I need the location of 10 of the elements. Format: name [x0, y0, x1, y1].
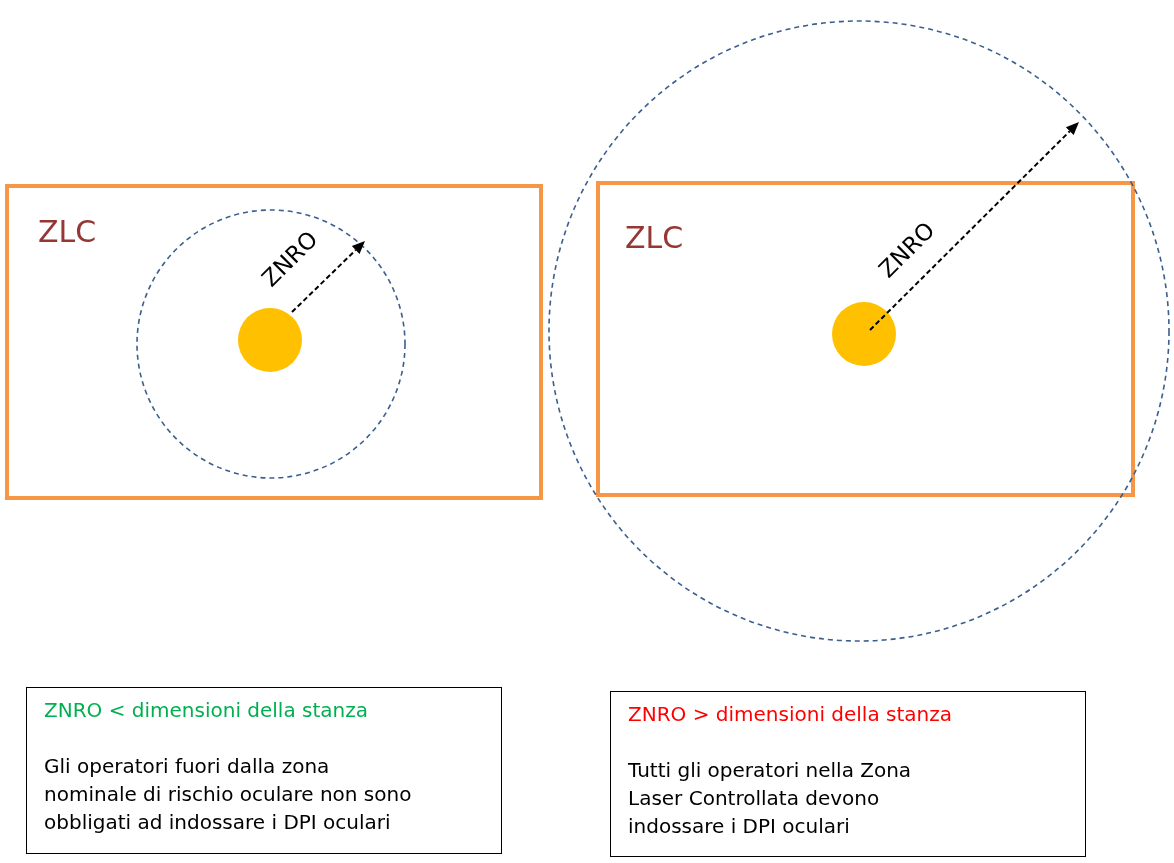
zone-label: ZLC: [625, 223, 684, 253]
note-panel: [26, 687, 502, 854]
note-text: Tutti gli operatori nella Zona Laser Controllata devono indossare i DPI oculari: [628, 757, 913, 840]
note-text: Gli operatori fuori dalla zona nominale di rischio oculare non sono obbligati ad indossare i DPI oculari: [44, 753, 413, 836]
zone-rectangle: [5, 184, 543, 500]
zone-rectangle: [596, 181, 1135, 497]
note-heading: ZNRO > dimensioni della stanza: [628, 701, 952, 728]
note-heading: ZNRO < dimensioni della stanza: [44, 697, 368, 724]
zone-label: ZLC: [38, 217, 97, 247]
note-panel: [610, 691, 1086, 857]
